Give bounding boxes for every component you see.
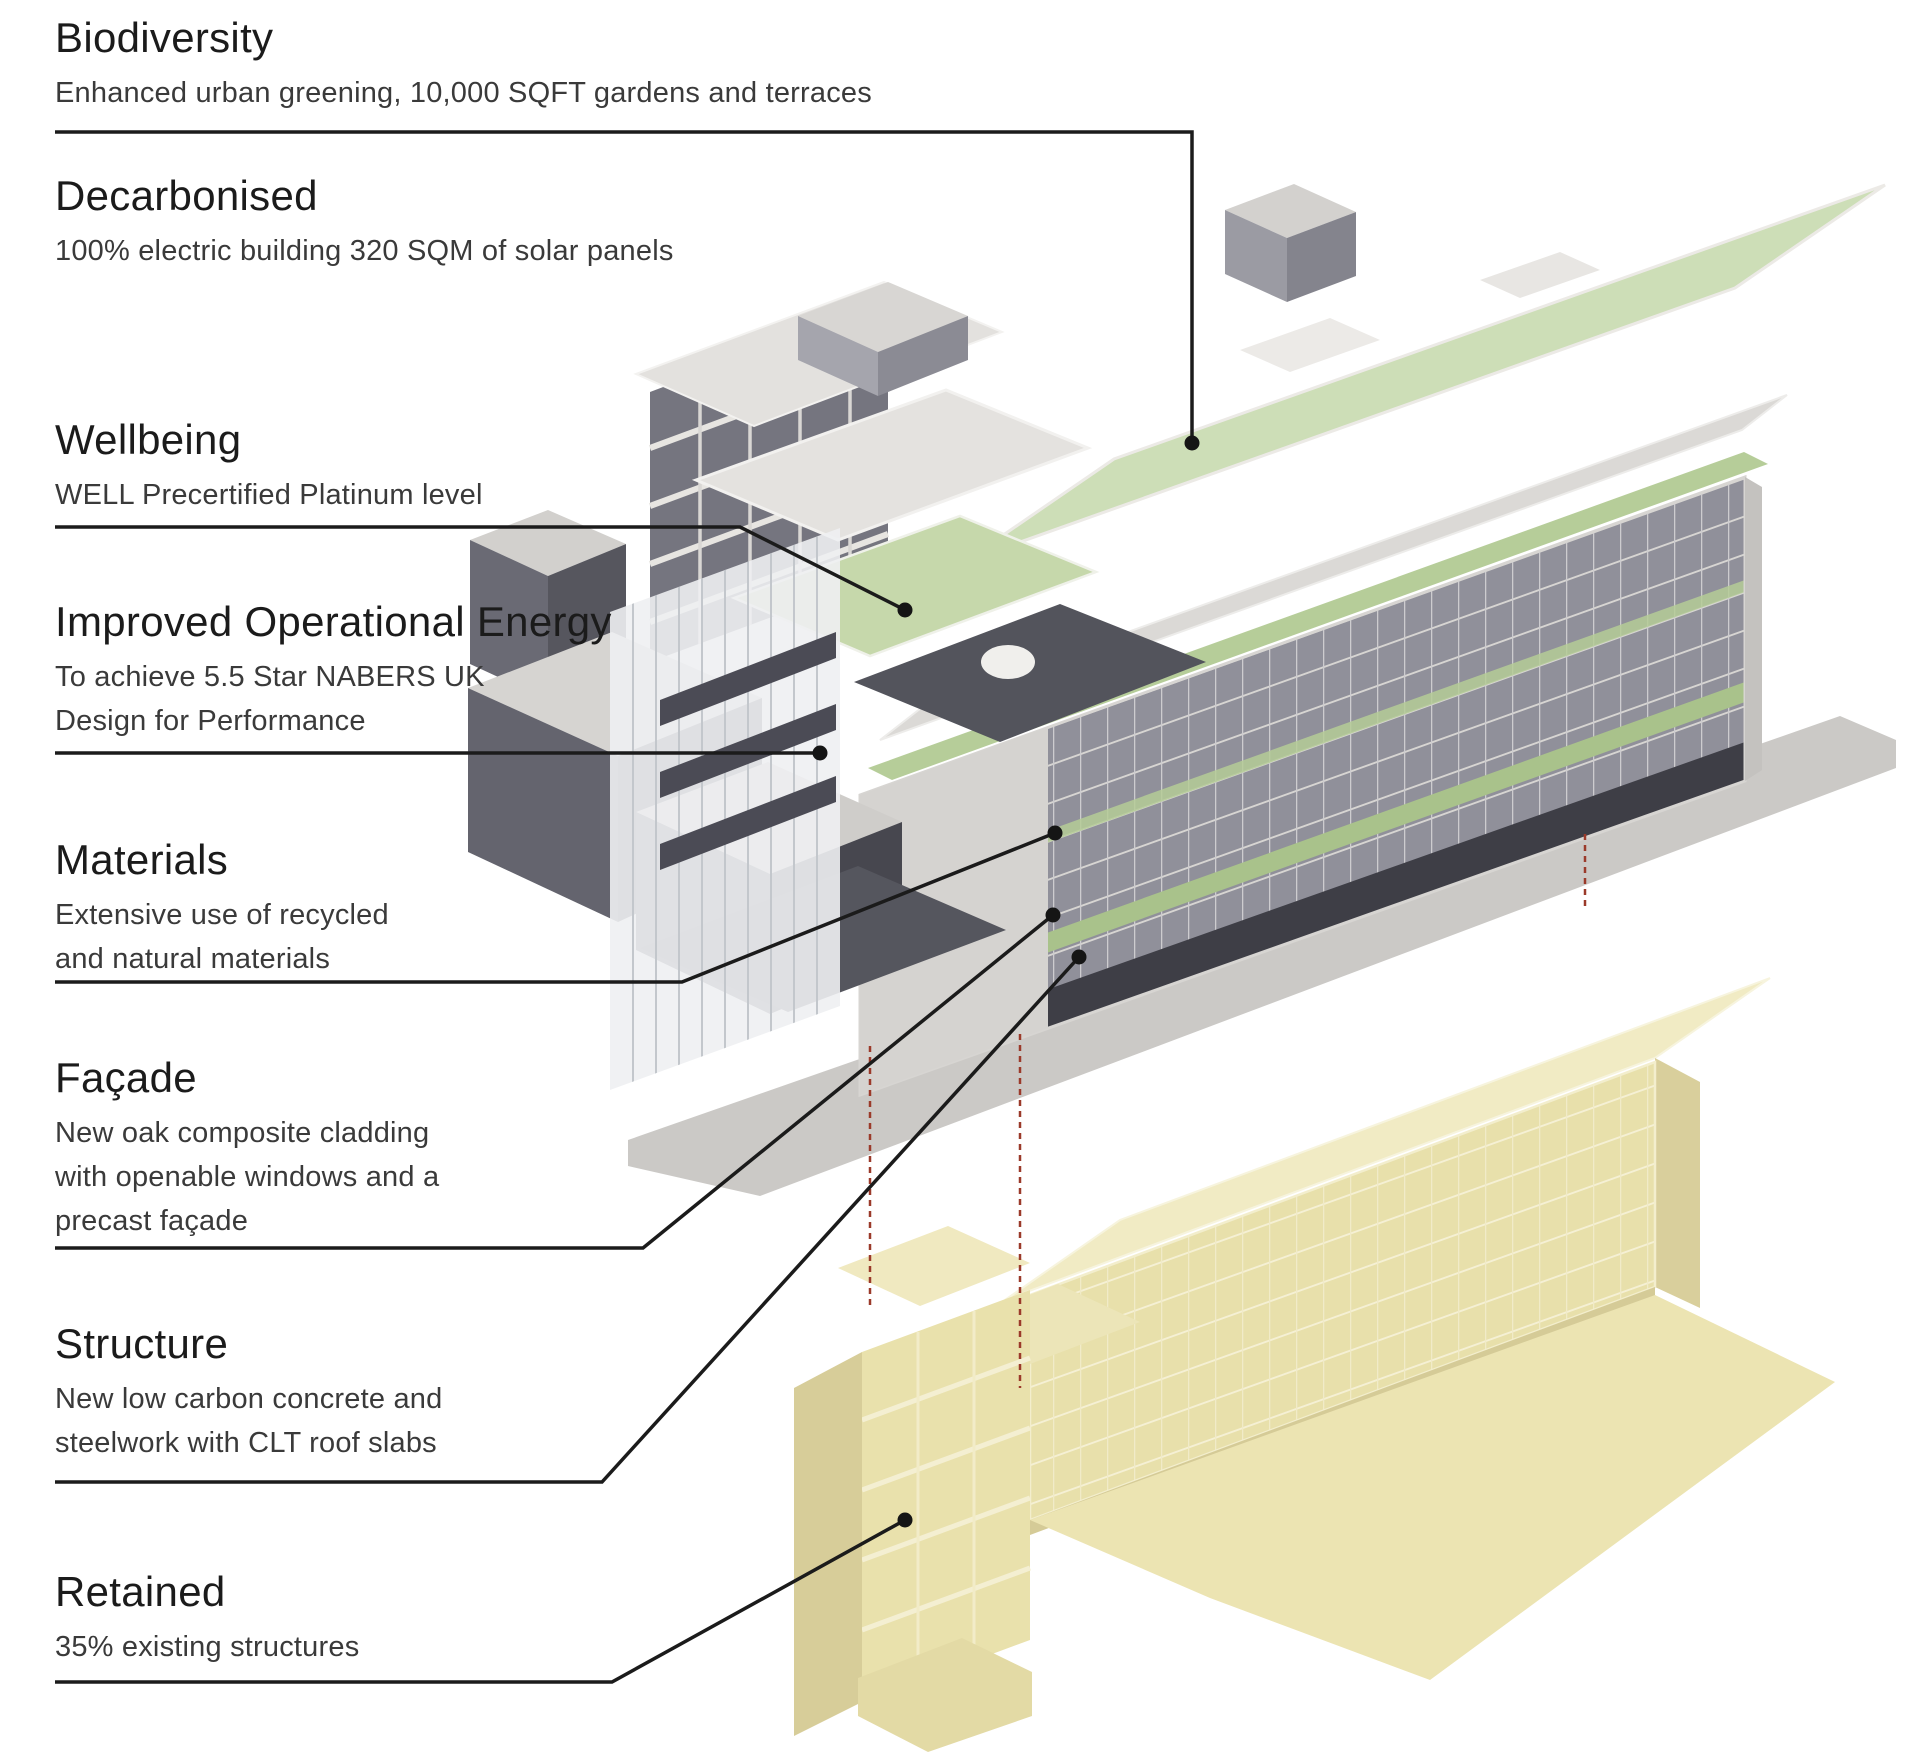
label-structure-title: Structure: [55, 1320, 229, 1367]
label-facade-desc: New oak composite cladding with openable…: [55, 1117, 440, 1238]
green-roof-rooflight-2: [1480, 252, 1600, 298]
label-structure-desc: New low carbon concrete and steelwork wi…: [55, 1383, 443, 1460]
callout-line-facade: [55, 913, 1055, 1250]
label-materials: Materials Extensive use of recycled and …: [55, 836, 389, 981]
callout-dot-improved-operational-energy: [812, 745, 828, 761]
solar-roof-dark: [854, 604, 1206, 742]
callout-line-materials: [55, 831, 1056, 984]
callout-dot-facade: [1045, 907, 1061, 923]
facade-green-band-main: [860, 682, 1745, 1020]
facade-green-band-upper: [860, 580, 1745, 910]
retained-building-ghost: [794, 977, 1835, 1752]
callout-line-structure: [55, 955, 1081, 1484]
label-materials-desc: Extensive use of recycled and natural ma…: [55, 899, 389, 976]
roof-core-side: [1287, 212, 1356, 302]
facade-ground-floor-dark: [860, 742, 1745, 1095]
podium-block3-front: [470, 540, 548, 700]
yellow-wing-roof-upper: [838, 1226, 1030, 1306]
callout-dot-materials: [1047, 825, 1063, 841]
callout-dots: [812, 435, 1200, 1528]
green-roof-main: [963, 183, 1886, 564]
label-retained-title: Retained: [55, 1568, 226, 1615]
yellow-foot-block: [858, 1638, 1032, 1752]
callout-lines: [55, 130, 1194, 1684]
green-roof-rooflight-1: [1240, 318, 1380, 372]
callout-line-wellbeing: [55, 525, 906, 612]
yellow-wing-side: [794, 1352, 862, 1736]
label-wellbeing-title: Wellbeing: [55, 416, 242, 463]
callout-dot-wellbeing: [897, 602, 913, 618]
label-biodiversity-desc: Enhanced urban greening, 10,000 SQFT gar…: [55, 77, 872, 110]
label-materials-title: Materials: [55, 836, 229, 883]
roof-core-front: [1225, 210, 1287, 302]
podium-block1-front: [468, 688, 618, 922]
label-facade: Façade New oak composite cladding with o…: [55, 1054, 439, 1243]
callout-dot-biodiversity: [1184, 435, 1200, 451]
label-facade-title: Façade: [55, 1054, 197, 1101]
label-decarbonised-title: Decarbonised: [55, 172, 318, 219]
callout-dot-retained: [897, 1512, 913, 1528]
yellow-right-side: [1655, 1058, 1700, 1308]
label-biodiversity: Biodiversity Enhanced urban greening, 10…: [55, 14, 872, 115]
yellow-ground-slab: [1030, 1295, 1835, 1680]
label-wellbeing-desc: WELL Precertified Platinum level: [55, 479, 483, 512]
rooftop-plant-side: [878, 316, 968, 396]
new-building: [468, 183, 1886, 1098]
label-retained-desc: 35% existing structures: [55, 1631, 360, 1664]
label-biodiversity-title: Biodiversity: [55, 14, 274, 61]
label-decarbonised: Decarbonised 100% electric building 320 …: [55, 172, 674, 273]
glazed-atrium: [610, 528, 840, 1090]
callout-dot-structure: [1071, 949, 1087, 965]
label-decarbonised-desc: 100% electric building 320 SQM of solar …: [55, 235, 674, 268]
label-structure: Structure New low carbon concrete and st…: [55, 1320, 442, 1465]
roof-vent-circle: [981, 645, 1035, 679]
label-improved-operational-energy-desc: To achieve 5.5 Star NABERS UK Design for…: [55, 661, 485, 738]
yellow-roof-plane: [1004, 977, 1771, 1301]
roof-core-top: [1225, 184, 1356, 238]
yellow-wing-face: [862, 1290, 1030, 1702]
rooftop-plant-front: [798, 316, 878, 396]
label-improved-operational-energy: Improved Operational Energy To achieve 5…: [55, 598, 612, 743]
rooftop-plant-top: [798, 282, 968, 352]
label-improved-operational-energy-title: Improved Operational Energy: [55, 598, 612, 645]
red-dashed-links: [868, 834, 1587, 1388]
callout-line-retained: [55, 1518, 906, 1684]
callout-line-biodiversity: [55, 130, 1194, 443]
facade-right-edge: [1745, 477, 1762, 781]
label-retained: Retained 35% existing structures: [55, 1568, 359, 1669]
label-wellbeing: Wellbeing WELL Precertified Platinum lev…: [55, 416, 483, 517]
white-roof-deck: [691, 388, 1093, 542]
